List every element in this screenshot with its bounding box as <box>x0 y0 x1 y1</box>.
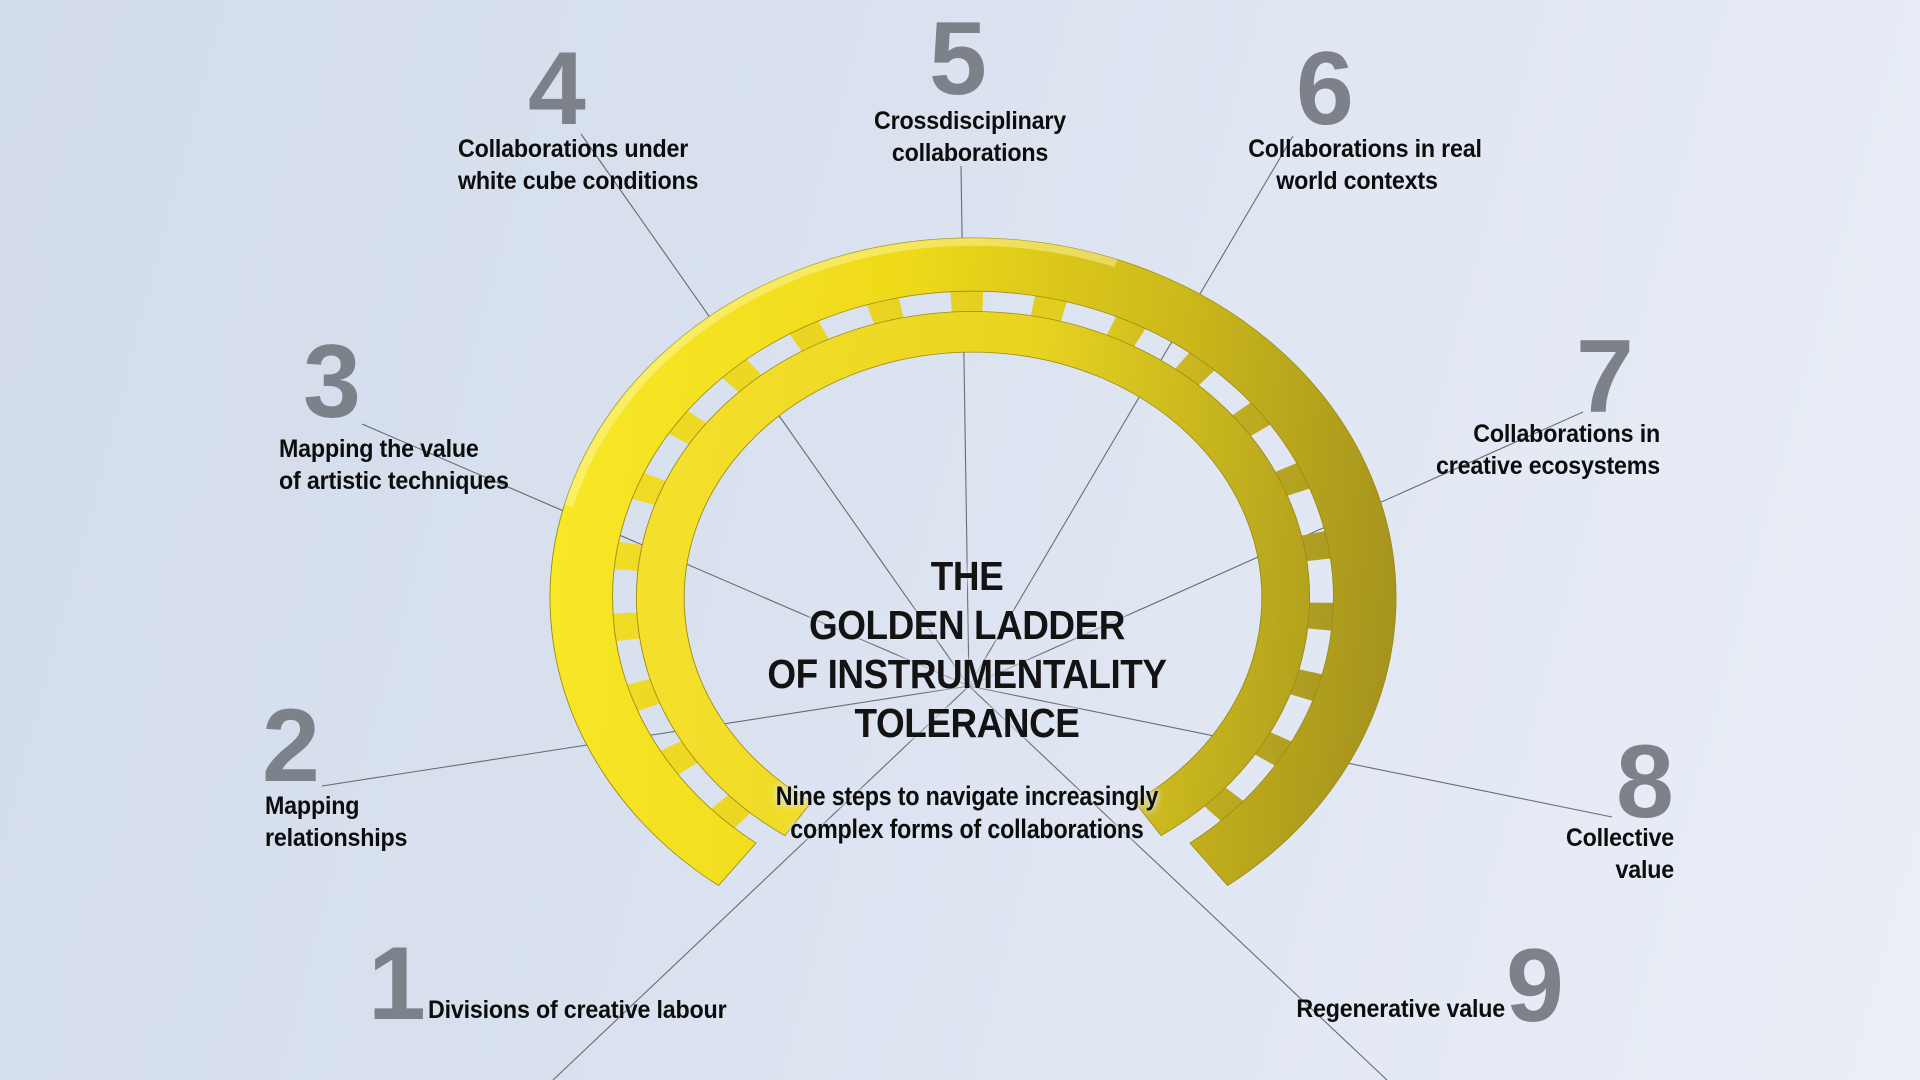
step-7-number: 7 <box>1576 319 1634 435</box>
step-2-label: Mapping relationships <box>265 791 407 854</box>
step-5-number: 5 <box>929 1 987 117</box>
step-1-label-line-1: Divisions of creative labour <box>428 996 727 1024</box>
title-line-1: THE <box>930 553 1004 599</box>
step-9-label: Regenerative value <box>1273 994 1505 1026</box>
step-7-label-line-1: Collaborations in <box>1473 420 1660 448</box>
step-6-label-line-1: Collaborations in real <box>1248 135 1482 163</box>
step-2-number: 2 <box>262 688 320 804</box>
ladder-rung <box>950 287 984 316</box>
step-5-label-line-2: collaborations <box>891 138 1049 167</box>
step-4-number: 4 <box>528 31 586 147</box>
step-3-number: 3 <box>303 324 361 440</box>
step-8-label-line-2: value <box>1615 855 1674 884</box>
title-line-2: GOLDEN LADDER <box>808 602 1125 648</box>
step-7-label-line-2: creative ecosystems <box>1436 451 1660 480</box>
step-3-label-line-2: of artistic techniques <box>279 466 509 495</box>
step-9-number: 9 <box>1506 928 1564 1044</box>
step-1-number: 1 <box>368 926 426 1042</box>
diagram-title: THE GOLDEN LADDER OF INSTRUMENTALITY TOL… <box>652 552 1282 748</box>
step-7-label: Collaborations in creative ecosystems <box>1428 419 1660 482</box>
subtitle-line-2: complex forms of collaborations <box>790 814 1144 844</box>
ladder-rung <box>1303 602 1338 632</box>
step-5-label: Crossdisciplinary collaborations <box>868 106 1073 169</box>
step-4-label-line-1: Collaborations under <box>458 135 689 163</box>
ladder-rung <box>1297 530 1335 562</box>
step-6-label-line-2: world contexts <box>1276 166 1438 195</box>
step-1-label: Divisions of creative labour <box>428 995 727 1027</box>
radial-line-1 <box>552 685 970 1080</box>
step-8-label: Collective value <box>1488 823 1674 886</box>
radial-line-9 <box>968 685 1388 1080</box>
title-line-4: TOLERANCE <box>854 700 1080 746</box>
step-6-number: 6 <box>1296 31 1354 147</box>
step-2-label-line-2: relationships <box>265 823 408 852</box>
subtitle-line-1: Nine steps to navigate increasingly <box>775 781 1159 811</box>
diagram-subtitle: Nine steps to navigate increasingly comp… <box>666 780 1268 846</box>
step-6-label: Collaborations in real world contexts <box>1248 134 1482 197</box>
step-4-label: Collaborations under white cube conditio… <box>458 134 698 197</box>
step-5-label-line-1: Crossdisciplinary <box>874 107 1066 135</box>
ladder-rung <box>608 612 645 642</box>
ladder-rung <box>609 540 647 572</box>
ladder-inner-rail <box>636 311 1310 837</box>
step-2-label-line-1: Mapping <box>265 792 360 820</box>
step-8-label-line-1: Collective <box>1566 824 1674 852</box>
step-3-label: Mapping the value of artistic techniques <box>279 434 509 497</box>
ladder-outer-rail <box>549 237 1397 887</box>
step-9-label-line-1: Regenerative value <box>1296 995 1505 1023</box>
step-4-label-line-2: white cube conditions <box>458 166 699 195</box>
title-line-3: OF INSTRUMENTALITY <box>767 651 1167 697</box>
step-8-number: 8 <box>1616 724 1674 840</box>
radial-line-6 <box>968 135 1294 687</box>
step-3-label-line-1: Mapping the value <box>279 435 479 463</box>
